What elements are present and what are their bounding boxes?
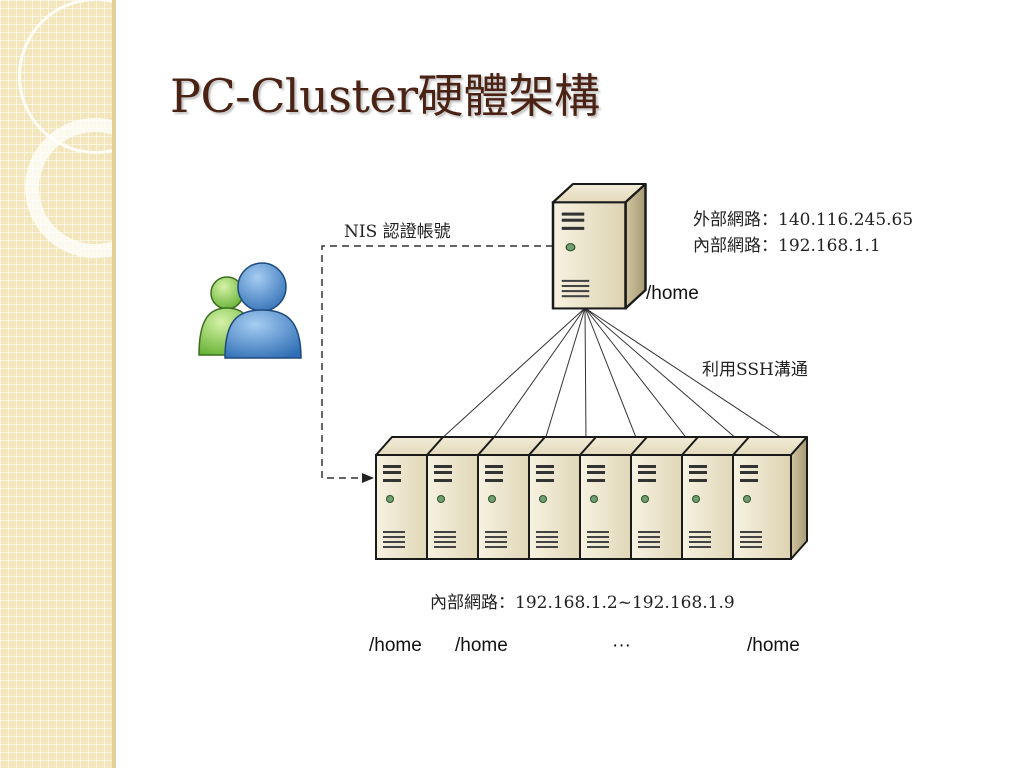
ellipsis-label: ··· (612, 635, 631, 656)
external-network-label: 外部網路：140.116.245.65 (693, 210, 913, 230)
ssh-connections (439, 307, 786, 441)
master-server-icon (551, 182, 647, 310)
node-home-label: /home (369, 635, 422, 656)
node-home-label: /home (455, 635, 508, 656)
nis-connection (321, 245, 553, 479)
node-server-icon (732, 436, 808, 560)
ssh-label: 利用SSH溝通 (702, 360, 808, 380)
decorative-sidebar (0, 0, 112, 768)
arrow-head-icon (362, 473, 374, 483)
slide-title: PC-Cluster硬體架構 (170, 69, 600, 123)
master-home-label: /home (646, 283, 699, 304)
sidebar-edge (112, 0, 116, 768)
users-icon (198, 262, 302, 359)
internal-network-label: 內部網路：192.168.1.1 (693, 236, 881, 256)
compute-nodes (375, 436, 808, 560)
nodes-network-label: 內部網路：192.168.1.2~192.168.1.9 (430, 593, 735, 613)
nis-label: NIS 認證帳號 (344, 222, 451, 242)
node-home-label: /home (747, 635, 800, 656)
